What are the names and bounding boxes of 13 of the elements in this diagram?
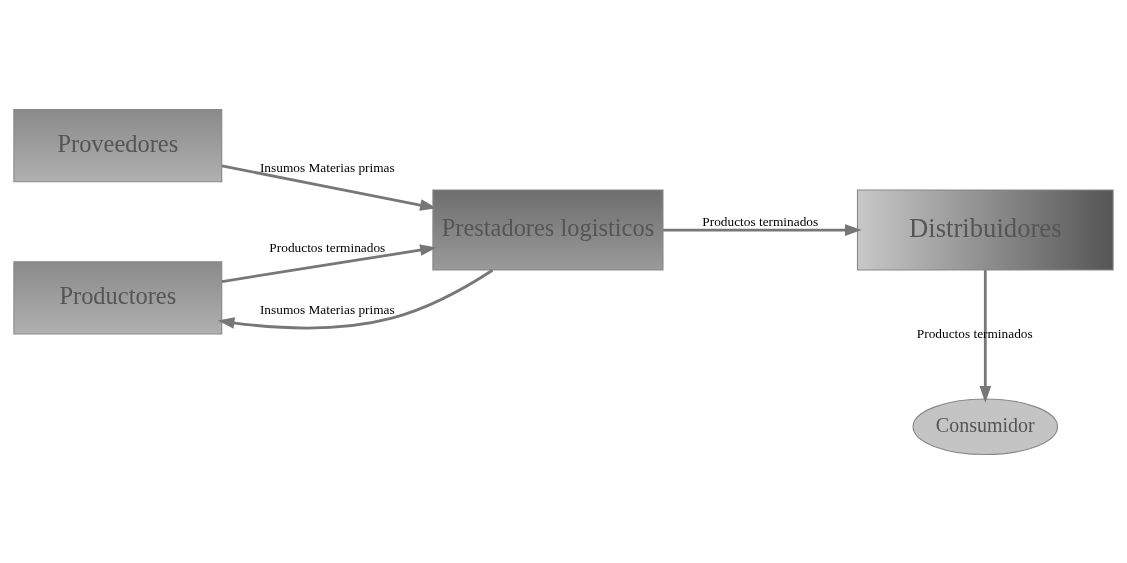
node-box: Productores	[13, 260, 223, 334]
edge-label: Productos terminados	[702, 213, 819, 229]
arrow	[221, 243, 437, 283]
node-ellipse: Consumidor	[912, 397, 1059, 455]
edge-label: Productos terminados	[916, 325, 1033, 341]
arrow	[663, 223, 862, 236]
node-box: Proveedores	[13, 108, 223, 182]
edge-label: Insumos Materias primas	[259, 159, 395, 175]
arrow	[217, 268, 494, 329]
edge-label: Productos terminados	[269, 239, 386, 255]
edge-label: Insumos Materias primas	[259, 301, 395, 317]
arrow	[979, 269, 992, 403]
arrow	[221, 164, 437, 211]
